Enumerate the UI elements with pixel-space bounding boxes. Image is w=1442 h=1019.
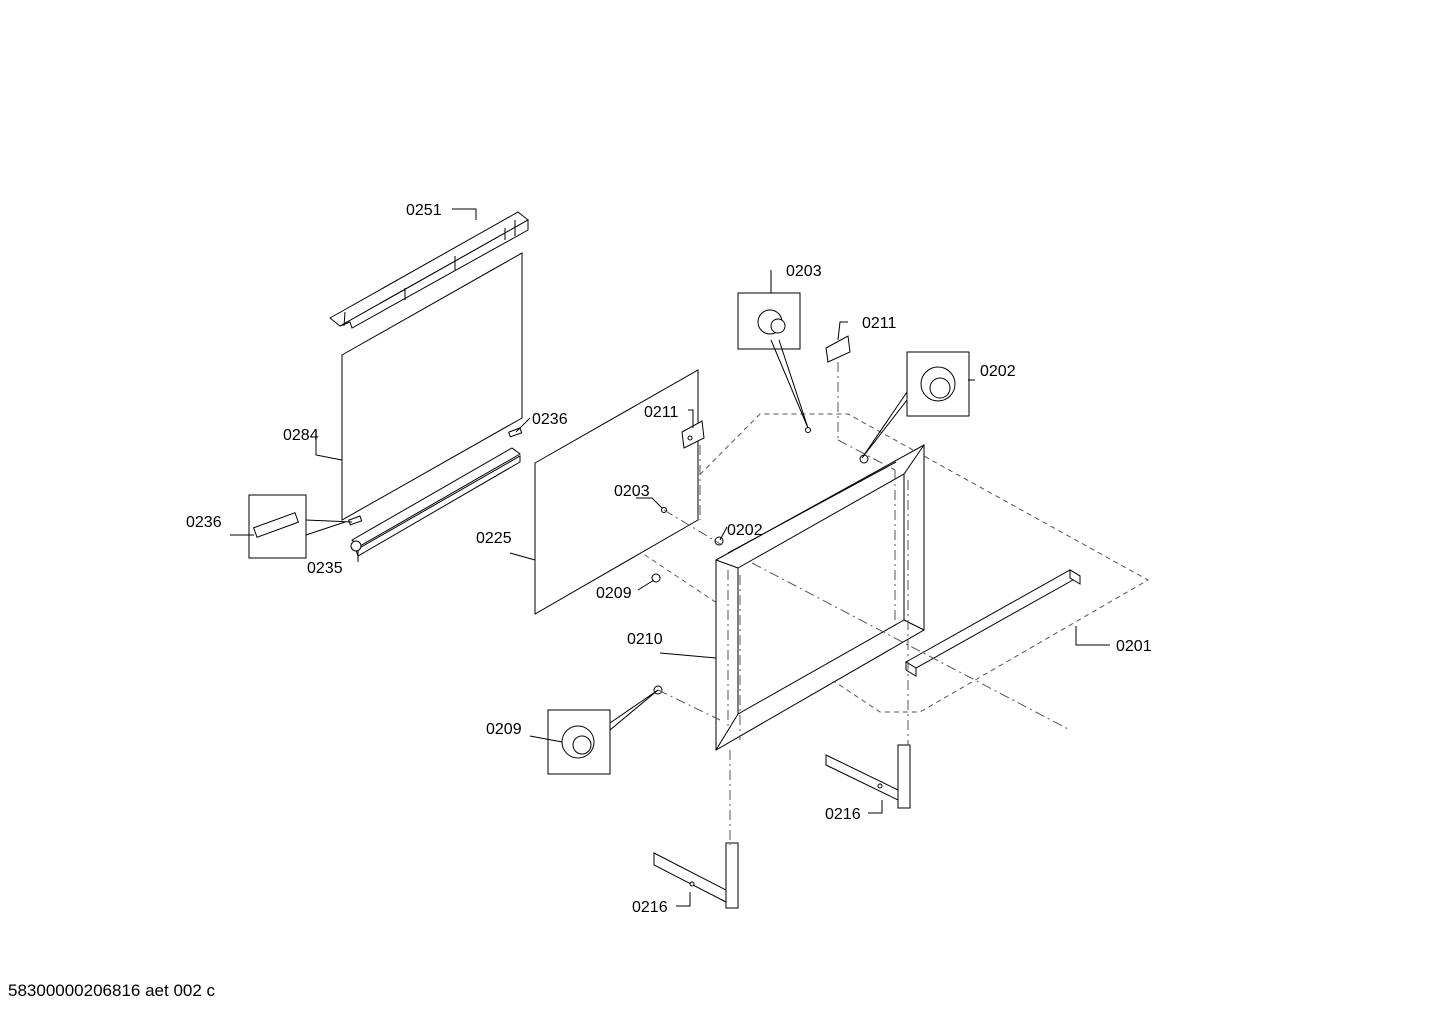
label-0211-top: 0211 — [862, 315, 897, 332]
oven-body-outline — [629, 413, 1150, 713]
label-0251: 0251 — [406, 202, 442, 219]
label-0216-left: 0216 — [632, 899, 668, 916]
buffer-detail-inset — [547, 709, 611, 775]
door-frame-part — [715, 444, 925, 751]
part-labels: 0251 0284 0236 0236 0235 0225 0211 0203 … — [186, 202, 1152, 916]
label-0203-top: 0203 — [786, 263, 822, 280]
drawing-reference-number: 58300000206816 aet 002 c — [8, 981, 216, 1000]
label-0235: 0235 — [307, 560, 343, 577]
label-0203-left: 0203 — [614, 483, 650, 500]
screw-part — [805, 427, 811, 433]
bushing-detail-inset-right — [906, 351, 970, 417]
spacer-pad-part — [508, 427, 523, 438]
label-0202-left: 0202 — [727, 522, 763, 539]
rear-glass-panel-part — [341, 252, 523, 521]
hinge-right-part — [825, 744, 911, 809]
spacer-detail-inset — [248, 494, 307, 559]
leader-lines — [230, 208, 1110, 907]
label-0225: 0225 — [476, 530, 512, 547]
spacer-pad-part — [348, 515, 363, 526]
door-handle-part — [905, 569, 1081, 677]
label-0209-upper: 0209 — [596, 585, 632, 602]
bushing-detail-inset-top — [737, 292, 801, 350]
middle-glass-panel-part — [534, 369, 699, 615]
lower-trim-bar-part — [350, 447, 521, 557]
hinge-clip-part — [681, 420, 705, 449]
label-0236-top: 0236 — [532, 411, 568, 428]
label-0209-lower: 0209 — [486, 721, 522, 738]
label-0211-left: 0211 — [644, 404, 679, 421]
label-0284: 0284 — [283, 427, 319, 444]
label-0210: 0210 — [627, 631, 663, 648]
label-0216-right: 0216 — [825, 806, 861, 823]
small-hinge-clip-top — [825, 335, 851, 363]
label-0236-left: 0236 — [186, 514, 222, 531]
top-trim-strip-part — [329, 211, 529, 329]
hinge-left-part — [653, 842, 739, 909]
alignment-lines — [657, 362, 1071, 845]
label-0201: 0201 — [1116, 638, 1152, 655]
label-0202-right: 0202 — [980, 363, 1016, 380]
